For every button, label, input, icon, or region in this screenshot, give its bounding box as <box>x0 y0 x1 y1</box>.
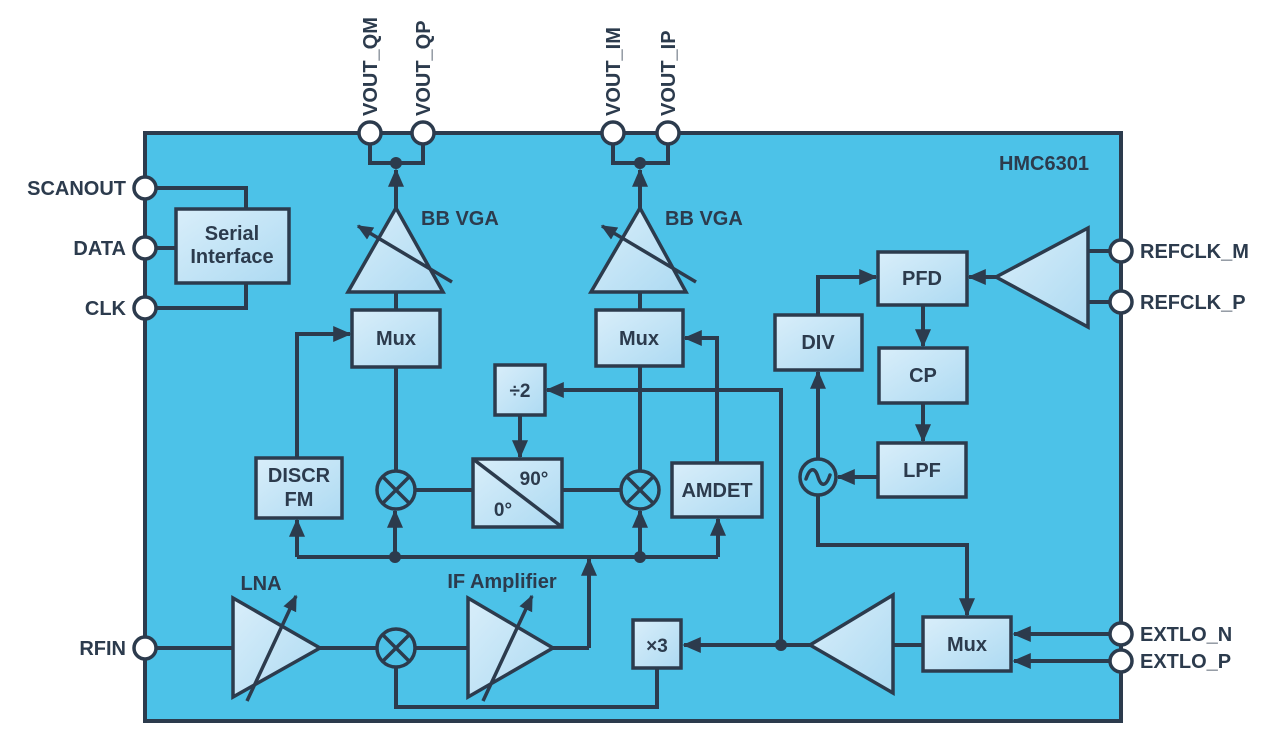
mixer-rf-icon <box>375 627 417 669</box>
pin-label-rfin: RFIN <box>79 638 126 660</box>
mux-lo-block <box>921 615 1013 673</box>
junction-dist-q <box>389 551 401 563</box>
vco-oscillator-icon <box>798 457 838 497</box>
bb-vga-i-gain-arrow-icon <box>600 224 697 284</box>
pin-label-clk: CLK <box>85 298 127 320</box>
lna-label: LNA <box>240 573 281 595</box>
vco-sine-icon <box>804 468 832 486</box>
wire-scanout-to-serial <box>156 186 248 209</box>
amdet-label: AMDET <box>681 480 752 502</box>
blocks: Serial Interface Mux Mux ÷2 DISCR FM 90°… <box>174 207 1013 673</box>
pin-label-vout-im: VOUT_IM <box>603 27 625 116</box>
wire-lo-to-div2 <box>545 382 783 645</box>
wire-x3-to-mixerrf <box>394 667 659 709</box>
serial-interface-block <box>174 207 291 285</box>
bb-vga-i-label: BB VGA <box>665 208 743 230</box>
junction-vouti <box>634 157 646 169</box>
wires <box>156 144 1110 709</box>
cp-block <box>877 346 969 405</box>
mux-q-block <box>350 308 442 369</box>
wire-amdet-to-muxi <box>683 330 719 463</box>
mixer-q-icon <box>375 469 417 511</box>
phase-splitter-diagonal <box>471 457 564 529</box>
wire-div-to-pfd <box>816 269 878 315</box>
mux-i-label: Mux <box>619 328 659 350</box>
div2-label: ÷2 <box>510 381 531 402</box>
junction-dist-i <box>634 551 646 563</box>
wire-vco-to-muxlo <box>816 495 975 617</box>
bb-vga-q-label: BB VGA <box>421 208 499 230</box>
pin-label-refclk-p: REFCLK_P <box>1140 292 1246 314</box>
if-amplifier-label: IF Amplifier <box>447 571 556 593</box>
pin-label-extlo-n: EXTLO_N <box>1140 624 1232 646</box>
mux-i-block <box>594 308 685 368</box>
wire-discrfm-to-muxq <box>295 326 352 458</box>
pin-label-vout-ip: VOUT_IP <box>658 30 680 116</box>
div-label: DIV <box>801 332 835 354</box>
amdet-block <box>670 461 764 519</box>
serial-interface-label-line1: Serial <box>205 223 259 245</box>
lna-gain-arrow-icon <box>245 594 298 702</box>
pin-vout-qm <box>357 120 383 146</box>
cp-label: CP <box>909 365 937 387</box>
lpf-block <box>876 441 968 499</box>
junction-voutq <box>390 157 402 169</box>
discr-fm-label-line1: DISCR <box>268 465 331 487</box>
pin-refclk-m <box>1108 238 1134 264</box>
discr-fm-block <box>254 456 344 520</box>
pin-label-vout-qp: VOUT_QP <box>413 20 435 116</box>
pin-extlo-p <box>1108 648 1134 674</box>
x3-multiplier-block <box>631 618 683 670</box>
pin-vout-im <box>600 120 626 146</box>
labels: HMC6301 VOUT_QM VOUT_QP VOUT_IM VOUT_IP … <box>27 17 1249 673</box>
pin-label-data: DATA <box>73 238 126 260</box>
pin-label-extlo-p: EXTLO_P <box>1140 651 1231 673</box>
pin-rfin <box>132 635 158 661</box>
if-amp <box>466 594 557 701</box>
pin-extlo-n <box>1108 621 1134 647</box>
lpf-label: LPF <box>903 460 941 482</box>
mixers <box>375 457 838 669</box>
serial-interface-label-line2: Interface <box>190 246 273 268</box>
refclk-buffer-amp <box>992 225 1090 330</box>
div2-block <box>493 363 547 417</box>
pins <box>132 120 1134 674</box>
pin-label-vout-qm: VOUT_QM <box>360 17 382 116</box>
chip-part-number: HMC6301 <box>999 153 1089 175</box>
mux-q-label: Mux <box>376 328 416 350</box>
pin-vout-ip <box>655 120 681 146</box>
pfd-label: PFD <box>902 268 942 290</box>
pin-vout-qp <box>410 120 436 146</box>
lo-buffer-amp <box>806 591 895 697</box>
pin-label-scanout: SCANOUT <box>27 178 126 200</box>
phase-splitter-90-label: 90° <box>520 469 549 490</box>
x3-label: ×3 <box>646 636 668 657</box>
mixer-q-x2 <box>381 475 411 505</box>
phase-splitter-0-label: 0° <box>494 500 512 521</box>
bb-vga-i-amp <box>587 204 689 294</box>
pin-label-refclk-m: REFCLK_M <box>1140 241 1249 263</box>
mixer-rf-x2 <box>381 633 411 663</box>
amplifiers <box>231 204 1090 702</box>
mixer-i-x2 <box>625 475 655 505</box>
mixer-i-icon <box>619 469 661 511</box>
junction-lo <box>775 639 787 651</box>
div-block <box>773 313 864 372</box>
discr-fm-label-line2: FM <box>285 489 314 511</box>
mux-lo-label: Mux <box>947 634 987 656</box>
pin-refclk-p <box>1108 289 1134 315</box>
wire-clk-to-serial <box>156 284 248 310</box>
bb-vga-q-gain-arrow-icon <box>356 224 453 284</box>
pfd-block <box>876 250 969 307</box>
pin-data <box>132 235 158 261</box>
junction-dots <box>389 157 787 651</box>
pin-clk <box>132 295 158 321</box>
pin-scanout <box>132 175 158 201</box>
if-amp-gain-arrow-icon <box>481 594 534 702</box>
lna-amp <box>231 594 324 700</box>
